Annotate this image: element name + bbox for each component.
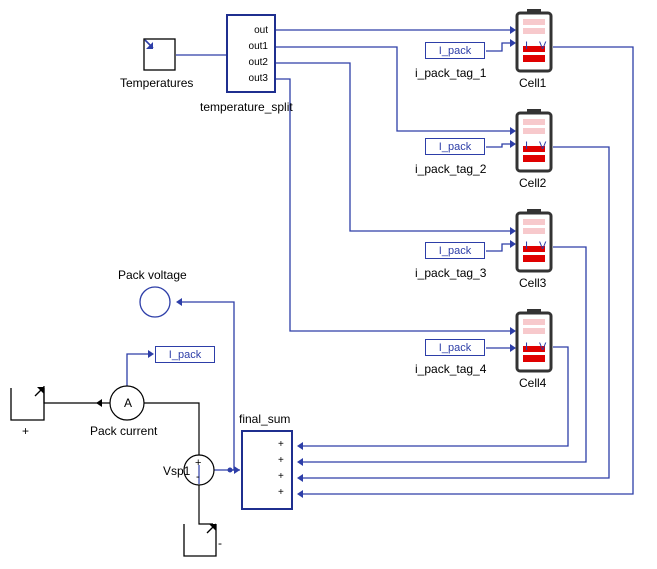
arrow-cell4-temp (510, 327, 516, 335)
final-sum-block[interactable]: + + + + (241, 430, 293, 510)
cell1-port-i: I (525, 40, 529, 52)
arrow-cell2-i (510, 140, 516, 148)
pack-current-label: Pack current (90, 424, 158, 438)
cell3-port-i: I (525, 240, 529, 252)
arrowheads (148, 26, 516, 498)
sum-input-1: + (278, 439, 284, 450)
terminal-minus-symbol[interactable] (183, 523, 217, 557)
split-port-out3: out3 (248, 73, 268, 84)
arrow-finalsum-in (234, 466, 240, 474)
battery-icon[interactable] (515, 209, 553, 273)
battery-icon[interactable] (515, 109, 553, 173)
cell3-label: Cell3 (519, 276, 547, 290)
wire-cell2-sum (303, 146, 610, 479)
cell4-label: Cell4 (519, 376, 547, 390)
battery-icon[interactable] (515, 309, 553, 373)
wire-ammeter-source (144, 402, 200, 455)
cell1-tag-label: i_pack_tag_1 (415, 66, 487, 80)
pack-voltage-label: Pack voltage (118, 268, 187, 282)
arrow-current-tag (148, 350, 154, 358)
cell4-current-tag[interactable]: I_pack (425, 339, 485, 356)
wire-source-packvoltage (182, 301, 235, 471)
terminal-plus-symbol[interactable] (10, 386, 45, 421)
cell1-port-v: V (539, 40, 547, 52)
junction-dot (227, 467, 233, 473)
cell1-current-tag[interactable]: I_pack (425, 42, 485, 59)
cell4-tag-label: i_pack_tag_4 (415, 362, 487, 376)
cell2-label: Cell2 (519, 176, 547, 190)
terminal-plus-label: + (22, 424, 30, 438)
battery-icon[interactable] (515, 9, 553, 73)
split-port-out: out (254, 25, 268, 36)
cell2-current-tag[interactable]: I_pack (425, 138, 485, 155)
temperatures-label: Temperatures (120, 76, 194, 90)
temperature-split-block[interactable]: out out1 out2 out3 (226, 14, 276, 93)
wire-out2-cell3 (275, 62, 510, 232)
arrow-sum-3 (297, 474, 303, 482)
wire-tag1-cell1 (486, 42, 510, 52)
split-port-out2: out2 (248, 57, 268, 68)
wire-tag2-cell2 (486, 143, 510, 148)
sum-input-4: + (278, 487, 284, 498)
cell2-tag-label: i_pack_tag_2 (415, 162, 487, 176)
cell1-label: Cell1 (519, 76, 547, 90)
temperatures-block[interactable] (143, 38, 176, 71)
wire-cell4-sum (303, 346, 569, 447)
arrow-cell3-i (510, 240, 516, 248)
pack-voltage-sensor[interactable] (139, 286, 171, 318)
current-direction-arrow (96, 399, 102, 407)
temperature-split-label: temperature_split (200, 100, 293, 114)
signal-wires (126, 29, 634, 495)
split-port-out1: out1 (248, 41, 268, 52)
cell2-port-i: I (525, 140, 529, 152)
wire-out1-cell2 (275, 46, 510, 132)
sum-input-3: + (278, 471, 284, 482)
wire-out3-cell4 (275, 78, 510, 332)
wire-tag3-cell3 (486, 243, 510, 252)
ammeter-symbol[interactable] (109, 385, 145, 421)
arrow-cell3-temp (510, 227, 516, 235)
source-plus-sign: + (195, 457, 202, 469)
arrow-sum-2 (297, 458, 303, 466)
cell2-port-v: V (539, 140, 547, 152)
arrow-sum-4 (297, 490, 303, 498)
wire-cell3-sum (303, 246, 587, 463)
voltage-source-symbol[interactable] (183, 454, 215, 486)
cell3-tag-label: i_pack_tag_3 (415, 266, 487, 280)
wire-cell1-sum (303, 46, 634, 495)
cell4-port-v: V (539, 341, 547, 353)
source-label: Vsp1 (163, 464, 191, 478)
final-sum-label: final_sum (239, 412, 291, 426)
source-minus-sign: - (196, 471, 200, 483)
wire-source-minus (198, 485, 213, 525)
wire-ammeter-tag (126, 353, 148, 387)
terminal-minus-label: - (218, 536, 222, 550)
current-tag[interactable]: I_pack (155, 346, 215, 363)
arrow-cell4-i (510, 344, 516, 352)
arrow-sum-1 (297, 442, 303, 450)
sum-input-2: + (278, 455, 284, 466)
cell3-port-v: V (539, 240, 547, 252)
arrow-cell2-temp (510, 127, 516, 135)
cell3-current-tag[interactable]: I_pack (425, 242, 485, 259)
cell4-port-i: I (525, 341, 529, 353)
ammeter-symbol-label: A (123, 396, 132, 410)
arrow-cell1-temp (510, 26, 516, 34)
arrow-packvoltage (176, 298, 182, 306)
arrow-cell1-i (510, 39, 516, 47)
